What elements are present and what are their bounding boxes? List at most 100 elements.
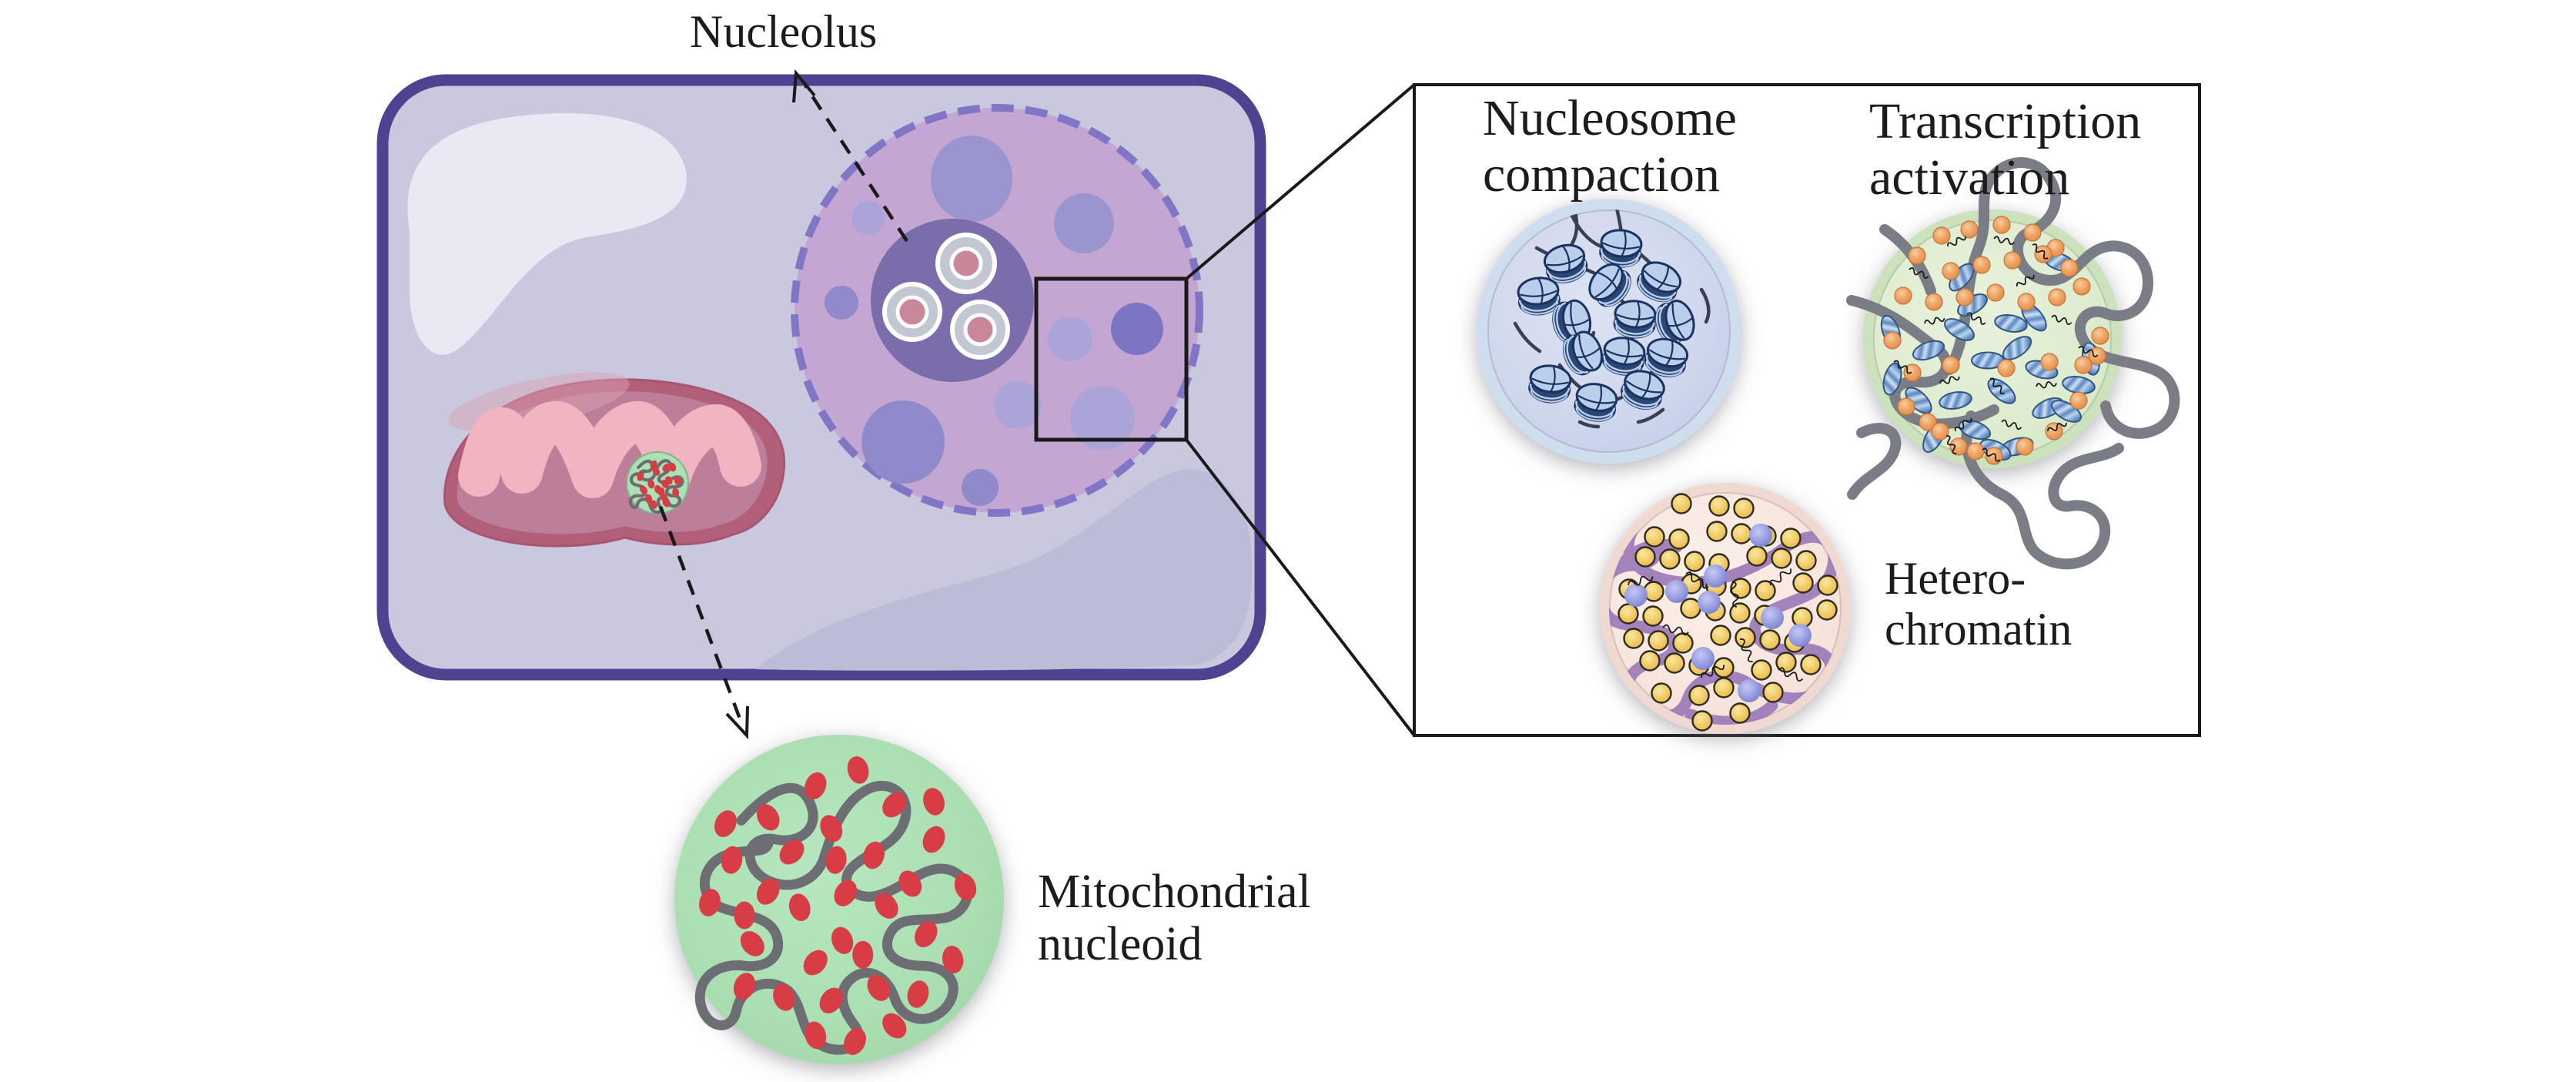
nucleosome-top [1614,300,1657,329]
transcription-activation-label: Transcription activation [1869,93,2142,206]
nucleosome-bead-yellow [1800,654,1822,675]
mtdna-protein [788,893,811,922]
mtdna-strand-and-proteins [694,756,977,1055]
hp1-protein-blue [1698,591,1721,614]
nucleosome [1517,276,1561,316]
nucleosome-stripe [1546,260,1587,280]
mitochondrial-nucleoid-label: Mitochondrial nucleoid [1038,866,1311,971]
nucleosome [1621,370,1665,410]
nucleosome-top [1575,383,1618,412]
nucleosome-wrap-line [1595,384,1603,411]
mtdna-protein [882,1013,907,1039]
nucleosome-wrap-line [1594,268,1620,298]
nucleosome-bead-yellow [1706,521,1728,542]
nucleosome-bead-yellow [1780,528,1802,549]
rna-polymerase [2051,400,2082,423]
nucleolus-label: Nucleolus [690,6,878,57]
nucleosome [1599,229,1643,268]
nucleosome-bead-yellow [1672,632,1694,654]
nucleosome-stripe [1615,326,1654,338]
nucleosome-bead-yellow [1708,495,1730,517]
mtdna-protein [664,476,673,485]
rna-polymerase [1939,391,1972,410]
activator-protein [1992,216,2011,234]
squiggle [1989,377,2005,395]
heterochromatin-label: Hetero- chromatin [1885,553,2073,655]
connector-line-top [1185,83,1416,280]
squiggle [1739,638,1753,663]
inset-box [1413,83,2201,737]
nucleosome [1574,383,1618,422]
squiggle [1685,571,1709,589]
mtdna-protein [639,485,647,494]
mtdna-protein [699,889,721,916]
nucleosome-wrap-line [1576,347,1601,359]
mtdna-protein [834,879,857,906]
activator-protein [1897,397,1915,416]
mtdna-protein [637,472,644,481]
mtdna-protein [740,931,764,956]
mtdna-protein [803,950,828,976]
squiggle [1909,267,1929,279]
rna-polymerase [1994,314,2028,333]
hp1-protein-blue [1761,606,1784,629]
nucleosome-wrap-line [1597,271,1618,290]
mtdna-protein [882,792,907,818]
nucleosome-stripe [1529,384,1571,400]
squiggle [2036,380,2057,389]
mtdna-protein [733,973,756,1000]
squiggle [1945,435,1957,454]
rna-polymerase [1882,362,1902,396]
nucleosome-stripe [1566,334,1589,374]
activator-protein [2074,356,2093,374]
squiggle [2047,422,2067,432]
nucleosome-stripe [1530,390,1568,403]
rna-polymerase [1958,419,1992,441]
nucleosome-bead-yellow [1644,526,1665,548]
arrowhead-icon [725,705,749,739]
mtdna-protein [779,839,805,865]
mtdna-protein [672,487,680,497]
cytoplasm-highlight [407,113,687,355]
nucleosome-bead-yellow [1746,545,1768,567]
nucleosome-stripe [1638,280,1673,302]
hp1-protein-blue [1788,624,1812,647]
mtdna-protein [819,987,843,1013]
nucleosome-wrap-line [1625,380,1662,394]
activator-protein [1986,283,2005,302]
squiggle [1701,665,1725,678]
nucleosome [1613,300,1657,339]
nucleosome-top [1641,261,1682,293]
nucleosome-wrap-line [1531,377,1569,385]
nucleosome-wrap-line [1616,313,1654,320]
mtdna-protein [847,756,869,784]
nucleosome-wrap-line [1656,266,1670,290]
mtdna-protein [657,487,665,497]
hp1-protein-blue [1704,564,1727,588]
nucleosome [1562,330,1604,376]
nucleolus-arrow [792,69,908,243]
nucleosome-wrap-line [1671,303,1685,340]
mtdna-protein [852,940,874,969]
chromatin-territory [861,400,945,484]
mtdna-protein [650,500,657,509]
nucleosome-wrap-line [1623,338,1630,365]
zoom-rectangle [1034,276,1189,442]
hp1-protein-blue [1665,580,1688,603]
nucleosome-wrap-line [1547,255,1584,266]
activator-protein [1955,288,1974,307]
nucleosome-top [1600,229,1643,258]
mtdna-protein [647,479,655,489]
chromatin-territory [931,136,1012,222]
mtdna-protein [721,846,743,874]
nucleosome-wrap-line [1550,366,1556,393]
arrowhead-icon [792,69,816,103]
squiggle [1893,360,1912,374]
nucleosome-compaction-label: Nucleosome compaction [1483,90,1737,203]
mtdna-protein [844,1028,866,1055]
mtdna-protein [714,810,737,837]
hp1-protein-blue [1738,679,1761,702]
activator-protein [2016,437,2034,456]
squiggle [1982,447,2001,462]
activator-protein [2091,327,2109,345]
